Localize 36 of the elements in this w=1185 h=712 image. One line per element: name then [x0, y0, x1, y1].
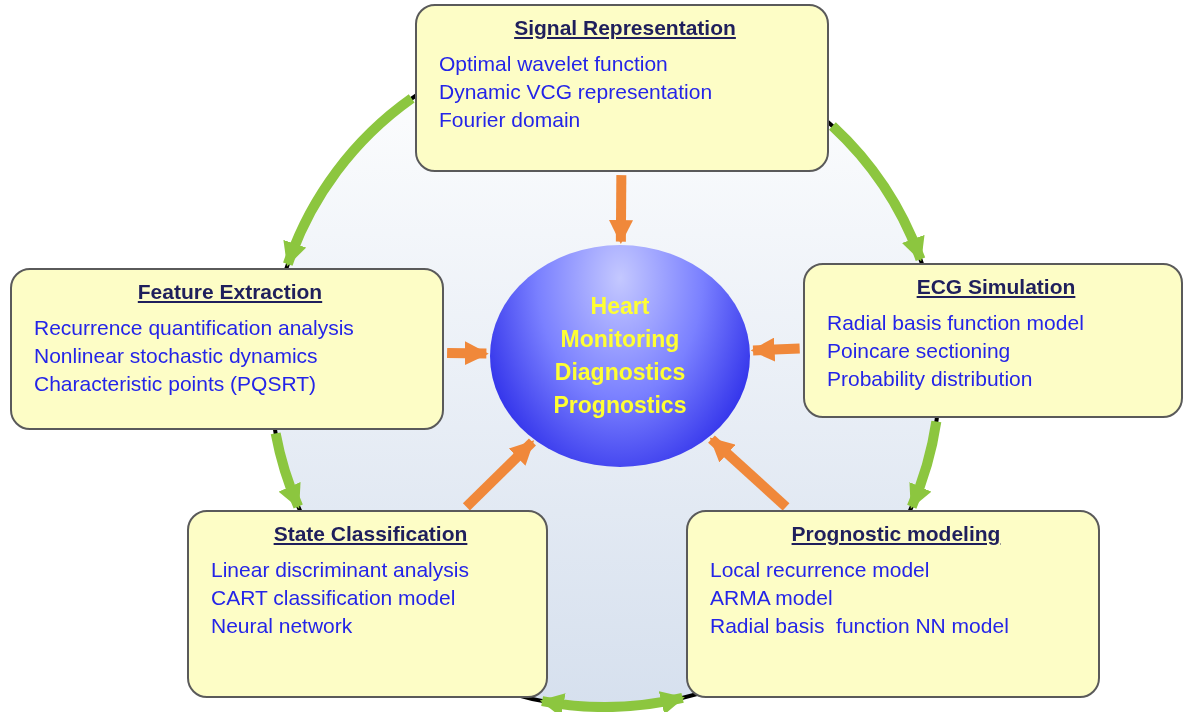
box-heading: Feature Extraction — [137, 280, 323, 304]
method-item: CART classification model — [211, 585, 457, 611]
arrow — [708, 435, 790, 511]
method-item: ARMA model — [710, 585, 834, 611]
method-item: Neural network — [211, 613, 354, 639]
arrow — [447, 341, 489, 366]
method-item: Local recurrence model — [710, 557, 931, 583]
method-item: Linear discriminant analysis — [211, 557, 470, 583]
method-item: Nonlinear stochastic dynamics — [34, 343, 319, 369]
box-heading: Signal Representation — [514, 16, 736, 40]
arrow — [907, 420, 942, 509]
method-item: Fourier domain — [439, 107, 582, 133]
arrow — [270, 432, 303, 509]
arrow — [539, 690, 685, 712]
method-item: Dynamic VCG representation — [439, 79, 714, 105]
method-box — [803, 263, 1183, 418]
method-box — [10, 268, 444, 430]
arrow — [283, 94, 415, 267]
arrow — [828, 122, 926, 262]
box-heading: Prognostic modeling — [791, 522, 1001, 546]
arrow — [750, 337, 800, 362]
arrow — [462, 438, 536, 511]
arrow — [609, 175, 633, 245]
method-item: Recurrence quantification analysis — [34, 315, 355, 341]
method-item: Poincare sectioning — [827, 338, 1012, 364]
method-item: Characteristic points (PQSRT) — [34, 371, 318, 397]
method-item: Optimal wavelet function — [439, 51, 669, 77]
box-heading: ECG Simulation — [916, 275, 1076, 299]
center-label: Heart Monitoring Diagnostics Prognostics — [552, 292, 688, 420]
box-heading: State Classification — [273, 522, 468, 546]
method-box — [415, 4, 829, 172]
method-item: Radial basis function model — [827, 310, 1085, 336]
method-box — [187, 510, 548, 698]
method-item: Radial basis function NN model — [710, 613, 1010, 639]
method-item: Probability distribution — [827, 366, 1034, 392]
method-box — [686, 510, 1100, 698]
